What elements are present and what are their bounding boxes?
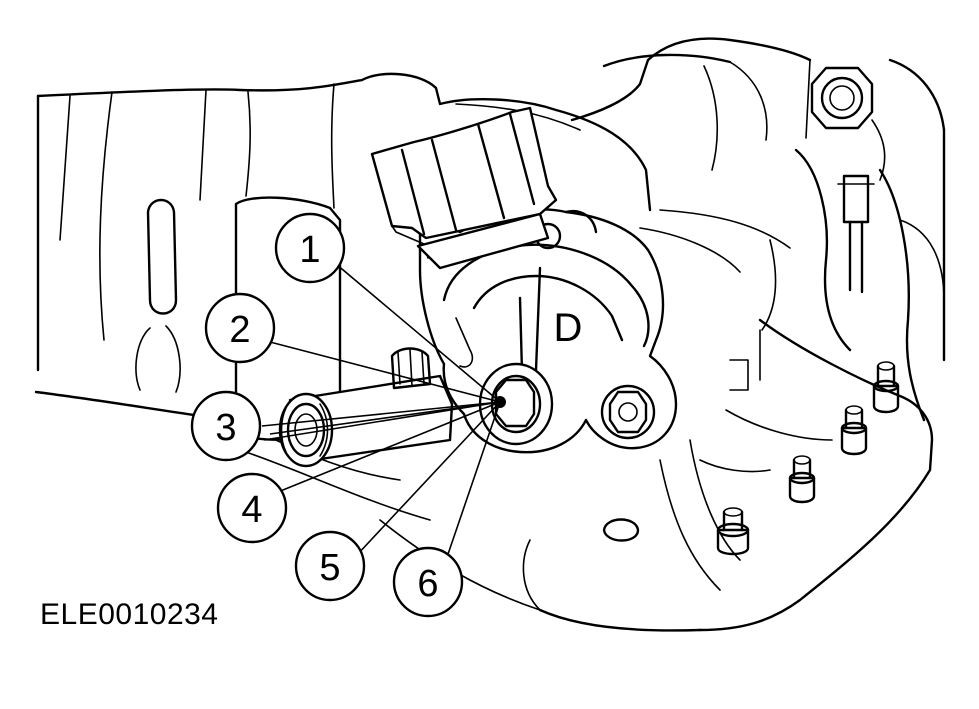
sensor-mount-bolt — [600, 384, 656, 440]
component-letter-d: D — [554, 306, 583, 350]
callout-5: 5 — [294, 530, 366, 602]
callout-5-label: 5 — [319, 547, 340, 589]
right-stud — [837, 174, 875, 294]
sensor-body — [370, 106, 678, 454]
callout-6-label: 6 — [417, 563, 438, 605]
figure-id-label: ELE0010234 — [40, 598, 219, 631]
callout-6: 6 — [392, 546, 464, 618]
callout-2-label: 2 — [229, 309, 250, 351]
callout-4-label: 4 — [241, 489, 262, 531]
leader-lines — [261, 263, 506, 561]
callout-1-label: 1 — [299, 229, 320, 271]
flange-studs — [716, 361, 900, 556]
top-right-bolt — [810, 66, 874, 130]
callout-3: 3 — [190, 390, 262, 462]
callout-4: 4 — [216, 472, 288, 544]
callout-1: 1 — [274, 212, 346, 284]
callout-3-label: 3 — [215, 407, 236, 449]
callout-2: 2 — [204, 292, 276, 364]
